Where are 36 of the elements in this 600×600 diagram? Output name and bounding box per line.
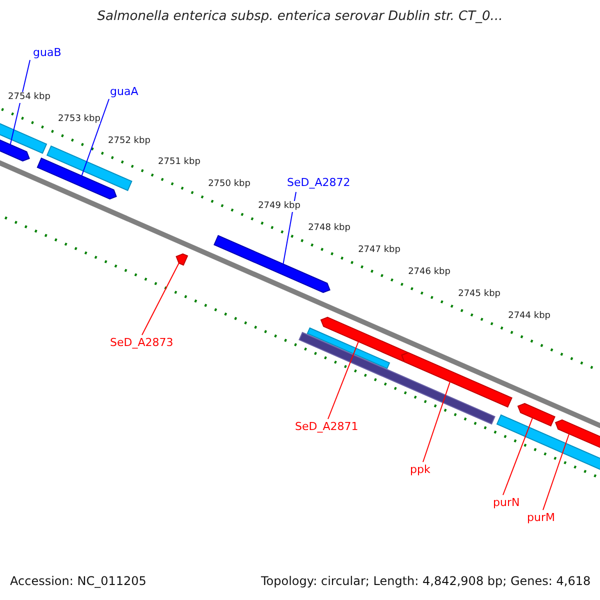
leader-line [10,60,30,146]
leader-line [542,433,570,510]
leader-line [81,98,110,176]
gene-label: ppk [410,463,430,476]
footer-note: Accession: NC_011205 [10,574,146,588]
gene-feature [320,316,408,362]
title: Salmonella enterica subsp. enterica serovar Dublin str. CT_0... [96,9,504,25]
tick-label: 2745 kbp [458,288,500,300]
gene-label: guaB [33,46,62,60]
leader-line [282,192,296,264]
gene-label: purN [493,496,520,510]
tick-label: 2749 kbp [258,201,300,212]
tick-label: 2750 kbp [208,179,250,190]
tick-label: 2744 kbp [508,310,550,322]
gene-feature [214,234,330,293]
footer-note: Topology: circular; Length: 4,842,908 bp; Genes: 4,618 [261,574,591,588]
gene-label: SeD_A2873 [110,336,174,350]
tick-label: 2746 kbp [408,266,450,278]
leader-line [142,262,180,336]
gene-label: purM [527,511,555,524]
gene-label: guaA [110,85,138,98]
leader-line [328,341,359,420]
tick-label: 2751 kbp [158,157,200,168]
gene-label: SeD_A2871 [295,420,358,434]
tick-label: 2754 kbp [8,92,50,103]
gene-feature [176,253,188,266]
gene-feature [401,352,512,408]
gene-label: SeD_A2872 [287,176,350,190]
tick-label: 2748 kbp [308,223,350,234]
gene-feature [517,402,556,427]
tick-label: 2753 kbp [58,114,100,124]
leader-line [502,417,533,496]
tick-label: 2747 kbp [358,244,400,256]
tick-label: 2752 kbp [108,136,150,146]
leader-line [422,381,450,462]
gene-feature [36,158,117,200]
